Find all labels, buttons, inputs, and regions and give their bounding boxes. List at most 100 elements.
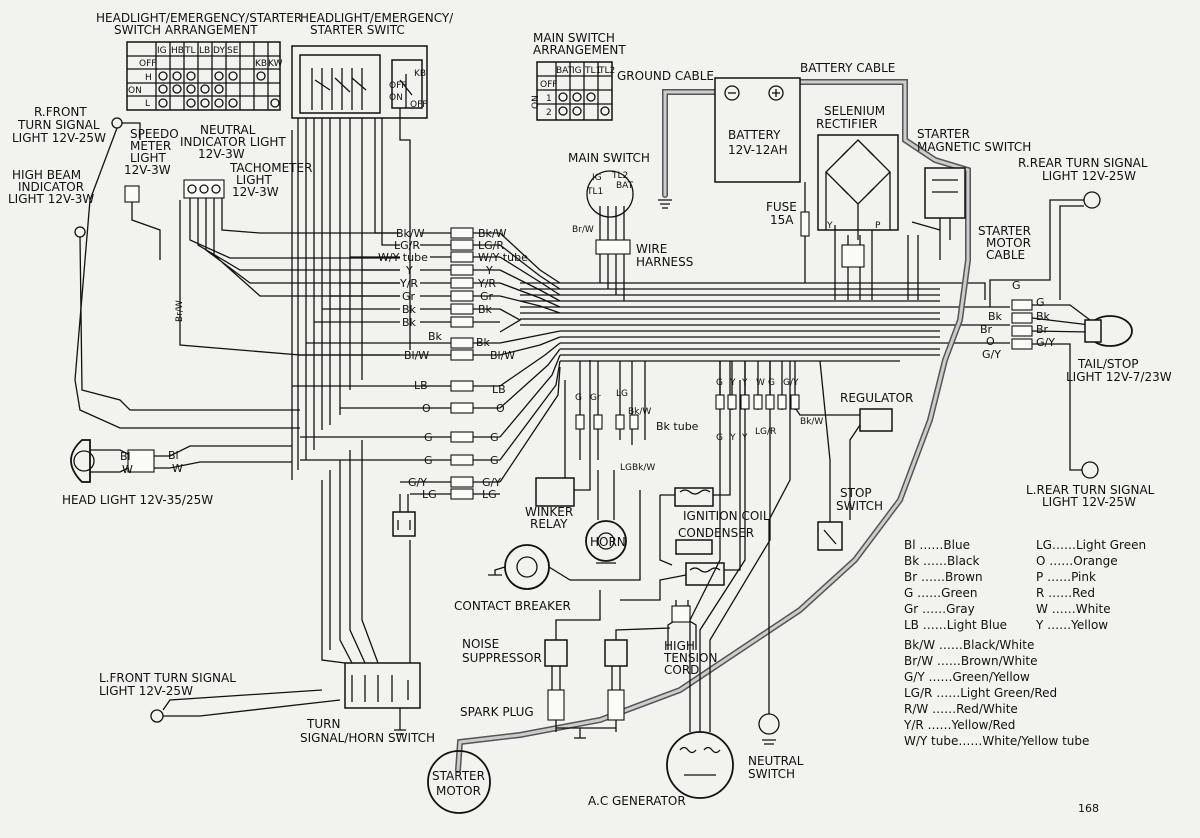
ac-generator: A.C GENERATOR [588,361,771,808]
svg-text:Y: Y [405,264,413,277]
label-bk-tube: Bk tube [656,420,699,433]
page-number: 168 [1078,802,1099,815]
label-neutral-ind-2: INDICATOR LIGHT [180,135,286,149]
svg-text:G: G [716,378,723,388]
legend-item: O ……Orange [1036,554,1118,568]
sw-col-dy: DY [213,46,225,56]
legend-item: P ……Pink [1036,570,1096,584]
label-ac-gen: A.C GENERATOR [588,794,686,808]
legend-item: Bk/W ……Black/White [904,638,1035,652]
msw-term-ig: IG [592,173,602,183]
label-high-tension-3: CORD [664,663,699,677]
svg-text:LB: LB [492,383,506,396]
svg-text:O: O [422,402,431,415]
label-starter-mag-2: MAGNETIC SWITCH [917,140,1031,154]
label-tail-2: LIGHT 12V-7/23W [1066,370,1172,384]
msw-group-on: ON [531,95,541,109]
legend-item: LG/R ……Light Green/Red [904,686,1058,700]
label-speedo-4: 12V-3W [124,163,171,177]
legend-item: Y ……Yellow [1036,618,1109,632]
sw-col-kw: KW [268,59,283,69]
sw-col-tl: TL [184,46,196,56]
label-winker-2: RELAY [530,517,568,531]
label-starter-mag-1: STARTER [917,127,970,141]
legend-item: W ……White [1036,602,1111,616]
winker-relay: WINKER RELAY [525,360,591,531]
horn: HORN [585,470,627,564]
svg-text:G: G [716,433,723,443]
svg-text:Bl: Bl [168,449,179,462]
label-high-tension-1: HIGH [664,639,695,653]
sw-col-kb: KB [255,59,267,69]
label-hl-switch-arr-2: SWITCH ARRANGEMENT [114,23,258,37]
svg-text:G: G [490,431,499,444]
legend-item: Gr ……Gray [904,602,975,616]
label-fuse-1: FUSE [766,200,797,214]
legend-item: LG……Light Green [1036,538,1147,552]
legend-item: Bk ……Black [904,554,980,568]
hl-wire-bl: Bl [120,450,131,463]
label-speedo-3: LIGHT [130,151,167,165]
label-winker-1: WINKER [525,505,573,519]
tail-wire-r3: Br [1036,323,1049,336]
label-hl-switch-2: STARTER SWITC [310,23,405,37]
svg-text:Y: Y [729,433,736,443]
small-sw-off2: OFF [410,100,427,110]
svg-text:Bk/W: Bk/W [800,417,823,427]
center-wire-drops: G Gr LG Bk/W Bk tube LG Bk/W [575,361,699,473]
svg-text:G: G [424,454,433,467]
label-rfront-3: LIGHT 12V-25W [12,131,106,145]
label-contact-breaker: CONTACT BREAKER [454,599,571,613]
legend-item: R/W ……Red/White [904,702,1018,716]
label-starter-motor-2: MOTOR [436,784,481,798]
label-stop-sw-2: SWITCH [836,499,883,513]
tail-wire-2: Bk [988,310,1003,323]
msw-col-tl2: TL2 [598,66,615,76]
label-regulator: REGULATOR [840,391,913,405]
label-selenium-2: RECTIFIER [816,117,878,131]
svg-text:Bk: Bk [402,316,417,329]
label-head-light: HEAD LIGHT 12V-35/25W [62,493,213,507]
svg-text:LG/R: LG/R [394,239,420,252]
svg-text:Y: Y [741,433,748,443]
label-main-sw-arr-2: ARRANGEMENT [533,43,626,57]
sw-col-lb: LB [199,46,210,56]
headlight-switch-arrangement: HEADLIGHT/EMERGENCY/STARTER SWITCH ARRAN… [96,11,302,111]
label-main-sw-arr-1: MAIN SWITCH [533,31,615,45]
svg-text:LG: LG [422,488,437,501]
label-tacho-2: LIGHT [236,173,273,187]
small-sw-kb: KB [414,69,426,79]
main-switch-table-dots [558,92,610,116]
label-tail-1: TAIL/STOP [1077,357,1139,371]
svg-text:G: G [424,431,433,444]
label-tacho-1: TACHOMETER [229,161,312,175]
msw-term-tl2: TL2 [611,171,628,181]
msw-row-off: OFF [540,80,557,90]
svg-text:Gr: Gr [402,290,416,303]
label-hl-switch-arr-1: HEADLIGHT/EMERGENCY/STARTER [96,11,302,25]
svg-text:Bk: Bk [476,336,491,349]
label-battery-cable: BATTERY CABLE [800,61,895,75]
legend-item: LB ……Light Blue [904,618,1008,632]
label-stop-sw-1: STOP [840,486,872,500]
msw-term-tl1: TL1 [586,187,603,197]
svg-text:G/Y: G/Y [783,378,799,388]
svg-text:Bk: Bk [402,303,417,316]
headlight-switch: HEADLIGHT/EMERGENCY/ STARTER SWITC KB OF… [291,11,454,480]
tail-wire-1: G [1012,279,1021,292]
right-connector-drops: G Y Y W G G/Y G Y Y LG/R [715,361,800,443]
selenium-rectifier: SELENIUM RECTIFIER Y P [816,104,899,300]
svg-text:Bl/W: Bl/W [490,349,515,362]
svg-text:LG: LG [620,463,632,473]
label-ignition-coil: IGNITION COIL [683,509,770,523]
label-horn: HORN [590,535,626,549]
svg-text:G: G [768,378,775,388]
front-indicators: R.FRONT TURN SIGNAL LIGHT 12V-25W SPEEDO… [8,105,400,429]
main-switch: MAIN SWITCH IG TL2 TL1 BAT Br/W WIRE HAR… [568,151,693,301]
svg-text:LG: LG [482,488,497,501]
